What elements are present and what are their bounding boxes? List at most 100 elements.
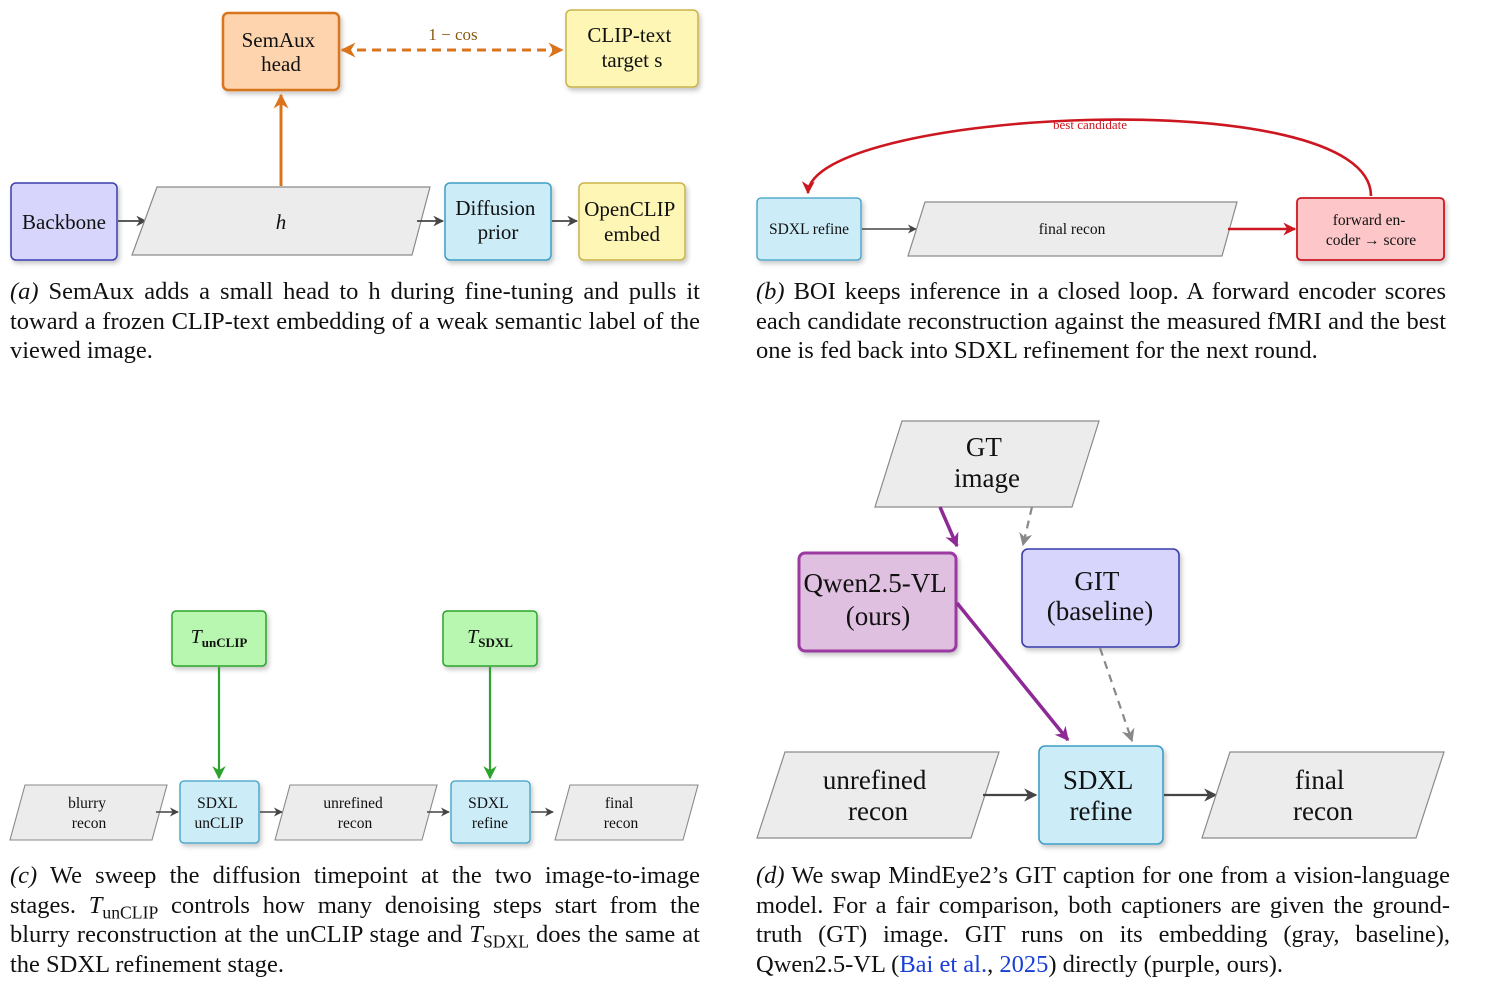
cos-loss-label: 1 − cos xyxy=(428,25,477,44)
svg-text:Qwen2.5-VL (ours): Qwen2.5-VL (ours) xyxy=(804,568,953,631)
final-c-line-2: recon xyxy=(604,815,639,832)
svg-text:CLIP-text target s: CLIP-text target s xyxy=(587,23,676,72)
svg-text:SDXL refine: SDXL refine xyxy=(468,795,512,832)
prior-line-2: prior xyxy=(478,220,519,244)
gt-image-parallelogram xyxy=(874,420,1100,508)
blurry-recon-parallelogram xyxy=(9,784,168,841)
citation-author-link[interactable]: Bai et al. xyxy=(899,950,988,978)
h-label: h xyxy=(276,210,287,234)
gt-to-qwen-arrow xyxy=(938,506,959,548)
final-recon-parallelogram-c xyxy=(554,784,699,841)
sdxl-d-line-1: SDXL xyxy=(1063,765,1133,795)
svg-text:blurry recon: blurry recon xyxy=(68,795,110,832)
caption-d-part1: We swap MindEye2’s GIT caption for one f… xyxy=(756,862,1450,978)
openclip-line-1: OpenCLIP xyxy=(584,197,674,221)
h-parallelogram xyxy=(131,186,431,256)
refine-c-line-2: refine xyxy=(472,815,508,832)
caption-d-part2: ) directly (purple, ours). xyxy=(1048,950,1284,978)
final-d-line-1: final xyxy=(1295,765,1344,795)
caption-c-t2: T xyxy=(469,921,483,948)
prior-line-1: Diffusion xyxy=(455,196,536,220)
best-candidate-loop-arrow xyxy=(801,118,1373,197)
svg-text:GT image: GT image xyxy=(954,432,1020,493)
unrefined-recon-parallelogram-c xyxy=(274,784,438,841)
openclip-line-2: embed xyxy=(604,222,660,246)
t-sdxl-box xyxy=(442,610,538,667)
t-unclip-box xyxy=(171,610,267,667)
svg-text:unrefined recon: unrefined recon xyxy=(323,795,386,832)
citation-year-link[interactable]: 2025 xyxy=(999,950,1049,978)
caption-b-text: BOI keeps inference in a closed loop. A … xyxy=(756,278,1446,364)
caption-c-part1: We sweep the diffusion timepoint at the … xyxy=(10,862,700,919)
openclip-box xyxy=(578,182,686,261)
sdxl-refine-label-b: SDXL refine xyxy=(769,221,849,238)
caption-a-text: SemAux adds a small head to h during fin… xyxy=(10,278,700,364)
unrefined-c-line-2: recon xyxy=(338,815,373,832)
semaux-head-box xyxy=(221,11,341,92)
caption-d-label: (d) xyxy=(756,862,785,889)
caption-d: (d) We swap MindEye2’s GIT caption for o… xyxy=(756,861,1450,979)
unrefined-recon-parallelogram-d xyxy=(756,751,1000,839)
unrefined-d-line-2: recon xyxy=(848,796,908,826)
git-to-sdxl-arrow xyxy=(1098,647,1135,743)
svg-text:SDXL refine: SDXL refine xyxy=(1063,765,1139,826)
caption-a-label: (a) xyxy=(10,278,39,305)
caption-c-label: (c) xyxy=(10,862,38,889)
qwen-to-sdxl-arrow xyxy=(955,601,1070,742)
sdxl-refine-box-d xyxy=(1038,745,1164,845)
git-line-1: GIT xyxy=(1074,566,1119,596)
svg-text:final recon: final recon xyxy=(604,795,639,832)
final-d-line-2: recon xyxy=(1293,796,1353,826)
sdxl-refine-box-b xyxy=(756,197,862,261)
backbone-box xyxy=(10,182,118,261)
unclip-line-2: unCLIP xyxy=(194,815,243,832)
clip-text-target-box xyxy=(565,9,699,88)
caption-c-part3: does the same at the SDXL refinement sta… xyxy=(10,921,700,978)
unclip-line-1: SDXL xyxy=(197,795,237,812)
t-unclip-label: TunCLIP xyxy=(191,626,248,650)
citation-separator: , xyxy=(987,950,1000,978)
svg-text:OpenCLIP embed: OpenCLIP embed xyxy=(584,197,679,246)
qwen-box xyxy=(797,551,958,653)
svg-text:final recon: final recon xyxy=(1293,765,1353,826)
caption-c-part2: controls how many denoising steps start … xyxy=(10,891,700,949)
final-recon-parallelogram-b xyxy=(907,201,1238,257)
svg-text:Diffusion prior: Diffusion prior xyxy=(455,196,540,244)
panel-d: GT image Qwen2.5-VL (ours) GIT (baseline… xyxy=(756,420,1445,845)
caption-b: (b) BOI keeps inference in a closed loop… xyxy=(756,277,1446,366)
qwen-line-2: (ours) xyxy=(846,601,910,631)
sdxl-refine-box-c xyxy=(450,780,531,844)
semaux-line-1: SemAux xyxy=(242,28,316,52)
encoder-line-1: forward en- xyxy=(1333,212,1406,229)
caption-c-t2-sub: SDXL xyxy=(482,931,529,952)
caption-a: (a) SemAux adds a small head to h during… xyxy=(10,277,700,366)
encoder-line-2: coder → score xyxy=(1326,232,1416,249)
gt-line-2: image xyxy=(954,463,1020,493)
t-sdxl-label: TSDXL xyxy=(467,626,513,650)
git-box xyxy=(1021,548,1180,648)
svg-text:SDXL unCLIP: SDXL unCLIP xyxy=(194,795,243,832)
svg-text:forward en- coder → scor: forward en- coder → score xyxy=(1326,212,1416,249)
svg-text:unrefined recon: unrefined recon xyxy=(823,765,933,826)
final-recon-label-b: final recon xyxy=(1039,221,1106,238)
clip-target-line-1: CLIP-text xyxy=(587,23,671,47)
caption-c: (c) We sweep the diffusion timepoint at … xyxy=(10,861,700,979)
final-c-line-1: final xyxy=(605,795,633,812)
qwen-line-1: Qwen2.5-VL xyxy=(804,568,946,598)
refine-c-line-1: SDXL xyxy=(468,795,508,812)
panel-b: best candidate SDXL refine final recon f… xyxy=(756,117,1445,261)
semaux-line-2: head xyxy=(261,52,301,76)
blurry-line-1: blurry xyxy=(68,795,106,812)
gt-line-1: GT xyxy=(966,432,1002,462)
blurry-line-2: recon xyxy=(72,815,107,832)
caption-c-t1: T xyxy=(88,891,103,919)
sdxl-d-line-2: refine xyxy=(1070,796,1133,826)
diffusion-prior-box xyxy=(444,182,552,261)
best-candidate-label: best candidate xyxy=(1053,117,1127,132)
sdxl-unclip-box xyxy=(179,780,260,844)
clip-target-line-2: target s xyxy=(602,48,663,72)
svg-text:GIT (baseline): GIT (baseline) xyxy=(1047,566,1153,626)
gt-to-git-arrow xyxy=(1019,506,1034,547)
svg-text:SemAux head: SemAux head xyxy=(242,28,321,76)
